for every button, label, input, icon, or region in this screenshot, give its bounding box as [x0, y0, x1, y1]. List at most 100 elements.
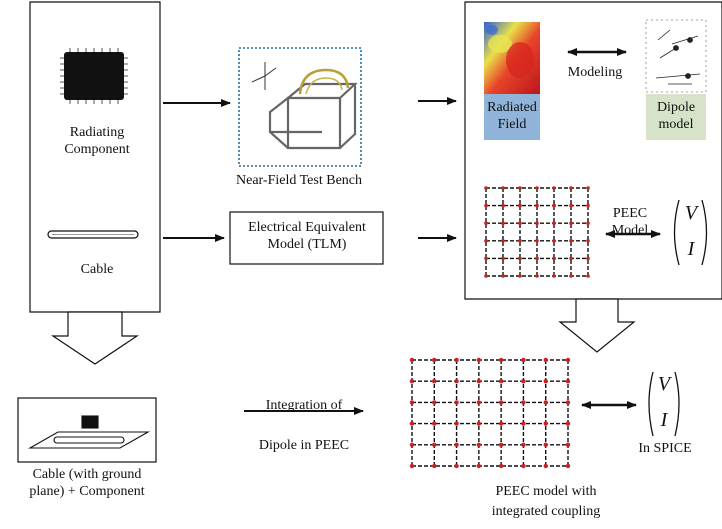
chip-icon — [60, 48, 128, 104]
mesh-node — [535, 274, 539, 278]
mesh-node — [501, 221, 505, 225]
mesh-node — [476, 379, 482, 384]
test-bench-label: Near-Field Test Bench — [236, 173, 362, 188]
mesh-node — [552, 256, 556, 261]
mesh-node — [454, 421, 459, 426]
mesh-node — [552, 239, 556, 243]
mesh-node — [586, 221, 590, 225]
mesh-node — [552, 186, 556, 190]
mesh-node — [454, 357, 459, 363]
mesh-node — [498, 421, 504, 426]
mesh-node — [501, 239, 505, 243]
mesh-node — [565, 379, 571, 384]
mesh-node — [569, 239, 573, 243]
mesh-node — [521, 463, 526, 469]
mesh-node — [552, 274, 556, 278]
mesh-node — [569, 274, 573, 278]
mesh-node — [569, 221, 573, 225]
mesh-node — [484, 203, 488, 208]
mesh-node — [484, 256, 488, 261]
mesh-node — [501, 186, 505, 190]
modeling-label: Modeling — [567, 65, 623, 80]
cable-component-label: Cable (with ground plane) + Component — [29, 467, 145, 499]
components-frame — [29, 1, 161, 313]
mesh-node — [409, 421, 415, 426]
mesh-node — [521, 357, 526, 363]
mesh-node — [409, 400, 415, 405]
mesh-node — [518, 274, 522, 278]
mesh-node — [535, 203, 539, 208]
mesh-node — [552, 203, 556, 208]
mesh-node — [521, 421, 526, 426]
mesh-node — [476, 357, 482, 363]
mesh-node — [543, 421, 548, 426]
mesh-node — [586, 256, 590, 261]
vector-brackets — [673, 199, 708, 266]
electrical-model-label: Electrical Equivalent Model (TLM) — [248, 220, 366, 252]
mesh-node — [521, 442, 526, 447]
spice-vector-i: I — [660, 409, 668, 431]
mesh-node — [543, 463, 548, 469]
mesh-node — [454, 400, 459, 405]
mesh-node — [454, 379, 459, 384]
integration-label-line1: Integration of Dipole in PEEC — [236, 386, 372, 466]
mesh-node — [518, 221, 522, 225]
in-spice-label: In SPICE — [638, 441, 692, 456]
mesh-node — [409, 463, 415, 469]
mesh-node — [454, 442, 459, 447]
mesh-node — [565, 442, 571, 447]
mesh-node — [569, 186, 573, 190]
mesh-node — [565, 357, 571, 363]
spice-vector-v: V — [657, 373, 671, 395]
vector-i: I — [687, 238, 695, 260]
mesh-node — [586, 274, 590, 278]
radiating-component-label: Radiating Component — [64, 125, 130, 157]
test-bench-image — [238, 47, 362, 167]
cable-label: Cable — [80, 262, 114, 277]
mesh-node — [565, 400, 571, 405]
mesh-node — [454, 463, 459, 469]
peec-integrated-grid — [409, 357, 571, 469]
dipole-model-label: Dipole model — [656, 100, 696, 132]
mesh-node — [476, 400, 482, 405]
mesh-node — [484, 274, 488, 278]
mesh-node — [409, 357, 415, 363]
integration-label: Integration of Dipole in PEEC — [258, 398, 350, 453]
mesh-node — [501, 256, 505, 261]
spice-vector-brackets — [648, 371, 680, 437]
radiated-field-map — [484, 22, 540, 94]
mesh-node — [498, 357, 504, 363]
mesh-node — [535, 256, 539, 261]
mesh-node — [476, 442, 482, 447]
mesh-node — [543, 400, 548, 405]
mesh-node — [518, 256, 522, 261]
cable-with-ground-box — [17, 397, 157, 463]
mesh-node — [432, 442, 437, 447]
peec-model-label: PEEC Model — [611, 206, 649, 238]
dipole-label-bg — [646, 94, 706, 140]
mesh-node — [432, 463, 437, 469]
mesh-node — [432, 421, 437, 426]
mesh-node — [543, 379, 548, 384]
mesh-node — [501, 274, 505, 278]
mesh-node — [552, 221, 556, 225]
peec-grid — [484, 186, 590, 278]
peec-integrated-label: PEEC model with integrated coupling — [491, 484, 601, 519]
mesh-node — [476, 421, 482, 426]
mesh-node — [432, 379, 437, 384]
ground-plane-illustration — [27, 415, 151, 449]
mesh-node — [565, 421, 571, 426]
electrical-model-box — [229, 211, 384, 265]
mesh-node — [586, 186, 590, 190]
down-arrow-right — [558, 298, 636, 353]
mesh-node — [586, 203, 590, 208]
mesh-node — [535, 186, 539, 190]
mesh-node — [498, 400, 504, 405]
mesh-node — [432, 357, 437, 363]
mesh-node — [501, 203, 505, 208]
mesh-node — [498, 463, 504, 469]
mesh-node — [521, 400, 526, 405]
vector-v: V — [684, 202, 698, 224]
mesh-node — [409, 442, 415, 447]
